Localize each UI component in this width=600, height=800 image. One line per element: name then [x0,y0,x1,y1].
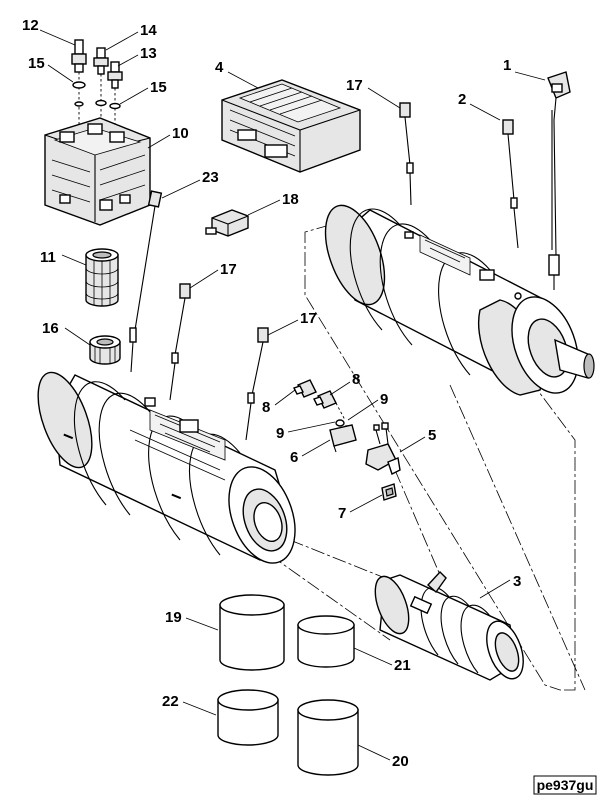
callout-22: 22 [162,693,179,710]
callout-20: 20 [392,753,409,770]
callout-14: 14 [140,22,157,39]
callout-leaders [39,29,546,761]
callout-7: 7 [338,505,346,522]
part-11-filter [85,248,119,307]
callout-4: 4 [215,59,224,76]
part-7-connector [381,483,397,501]
part-8-fitting-b [313,390,346,421]
part-19-cylinder [219,594,285,671]
callout-16: 16 [42,320,59,337]
callout-17-a: 17 [346,77,363,94]
svg-text:I: I [168,492,184,502]
part-20-cylinder [297,699,359,776]
part-13-sensor [107,61,123,132]
callout-2: 2 [458,91,466,108]
part-14-sensor [93,47,109,130]
part-17-probe-a [399,102,414,206]
callout-18: 18 [282,191,299,208]
part-15-washer-left [72,81,86,107]
reference-code-box: pe937gu [533,775,597,795]
upper-right-cylinder [324,204,595,396]
callout-6: 6 [290,449,298,466]
part-16-cap [89,335,121,365]
part-2-probe [502,119,519,249]
callout-13: 13 [140,45,157,62]
callout-17-c: 17 [300,310,317,327]
part-8-fitting-a [293,379,317,398]
callout-1: 1 [503,57,511,74]
callout-8-b: 8 [352,371,360,388]
callout-15-a: 15 [28,55,45,72]
part-1-sensor [547,71,571,290]
callout-11: 11 [40,249,56,266]
callout-21: 21 [394,657,411,674]
part-17-probe-c [245,327,269,441]
part-10-module-housing [44,117,151,226]
callout-12: 12 [22,17,39,34]
part-21-cylinder [297,615,355,668]
svg-text:I: I [60,432,76,442]
callout-17-b: 17 [220,261,237,278]
callout-23: 23 [202,169,219,186]
part-22-cylinder [217,689,279,746]
part-5-valve [365,422,401,475]
part-6-bracket [329,424,357,453]
part-4-ecu [221,79,361,173]
callout-10: 10 [172,125,189,142]
main-left-cylinder: I I [37,371,296,564]
part-23-probe [129,190,163,373]
callout-19: 19 [165,609,182,626]
callout-9-a: 9 [276,425,284,442]
callout-5: 5 [428,427,436,444]
part-17-probe-b [169,283,191,401]
callout-3: 3 [513,573,521,590]
part-18-sensor [205,209,249,237]
reference-code: pe937gu [537,777,594,793]
callout-labels: 1 2 3 4 5 6 7 8 8 9 9 10 11 12 13 14 15 … [22,17,521,770]
callout-8-a: 8 [262,399,270,416]
part-3-tube [374,570,524,681]
callout-15-b: 15 [150,79,167,96]
callout-9-b: 9 [380,391,388,408]
phantom-assembly-lines [269,224,586,691]
